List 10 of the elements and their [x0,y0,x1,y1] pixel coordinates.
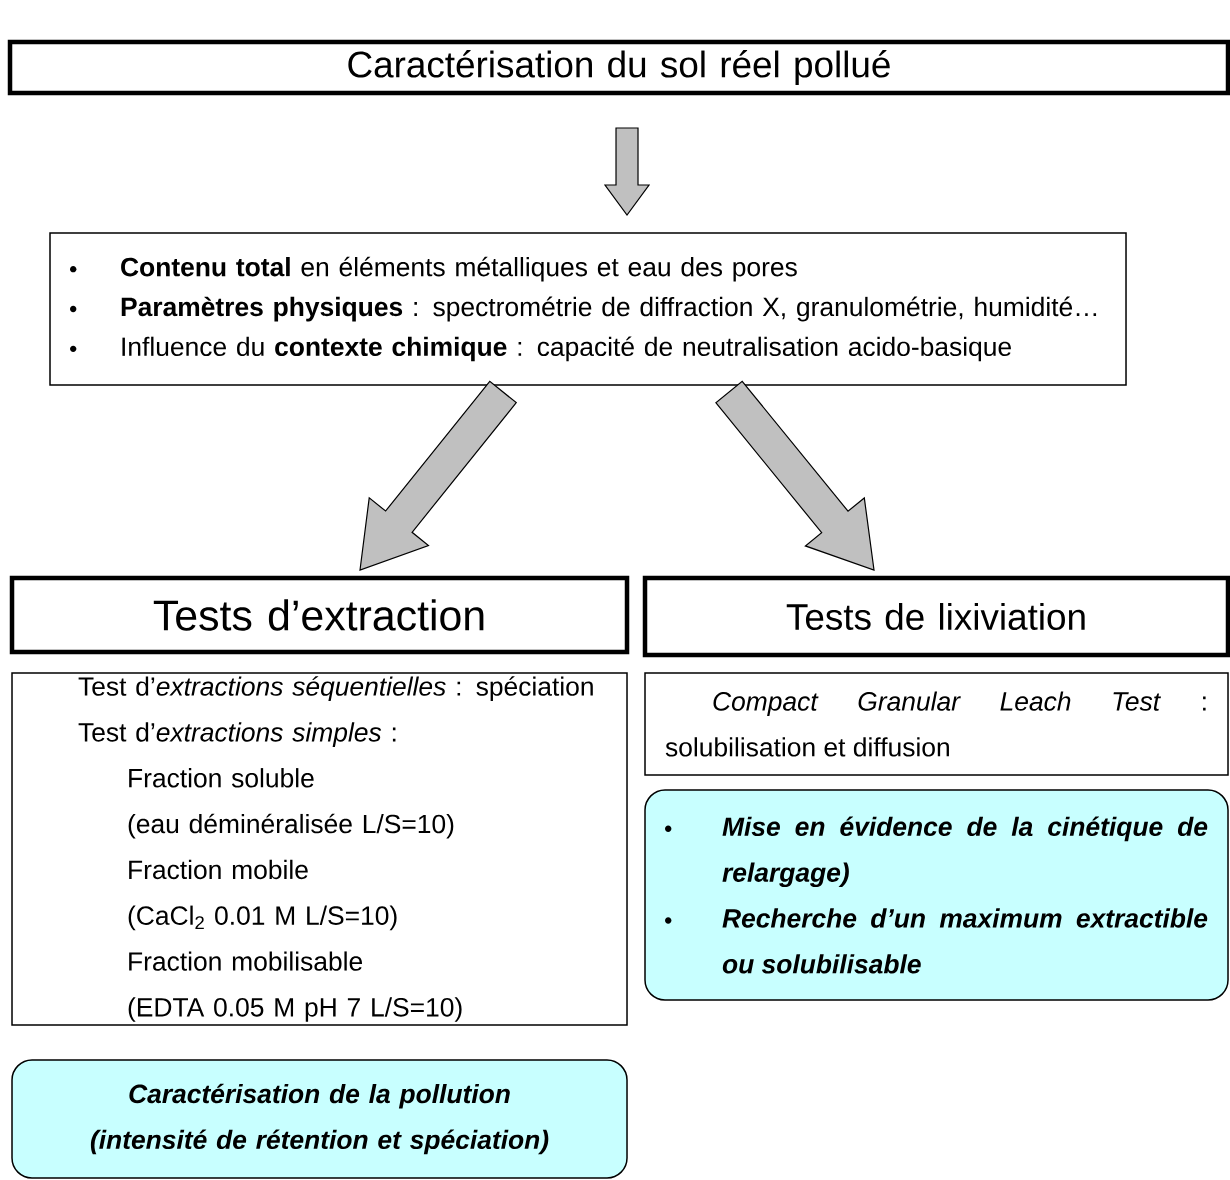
result-box: Caractérisation de la pollution (intensité de rétention et spéciation) [11,1059,628,1179]
result-box: Mise en évidence de la cinétique de relargage) Recherche d’un maximum extractible ou solubilisable [644,789,1229,1001]
text-box: Compact Granular Leach Test : solubilisation et diffusion [644,672,1229,776]
block-arrow [715,380,875,571]
bullet-list-box: Contenu total en éléments métalliques et eau des pores Paramètres physiques : spectrométrie de diffraction X, granulométrie, humidité… Influence du contexte chimique : capacité de neutralisation acido-basique [49,232,1127,386]
heading-box: Tests d’extraction [9,575,630,655]
block-arrow [603,127,651,216]
text-box: Test d’extractions séquentielles : spéciation Test d’extractions simples : Fraction soluble (eau déminéralisée L/S=10) Fraction mobile (CaCl$_{2}$ 0.01 M L/S=10) Fraction mobilisable (EDTA 0.05 M pH 7 L/S=10) [11,672,628,1026]
heading-box: Tests de lixiviation [642,575,1230,658]
title-box: Caractérisation du sol réel pollué [7,39,1230,96]
